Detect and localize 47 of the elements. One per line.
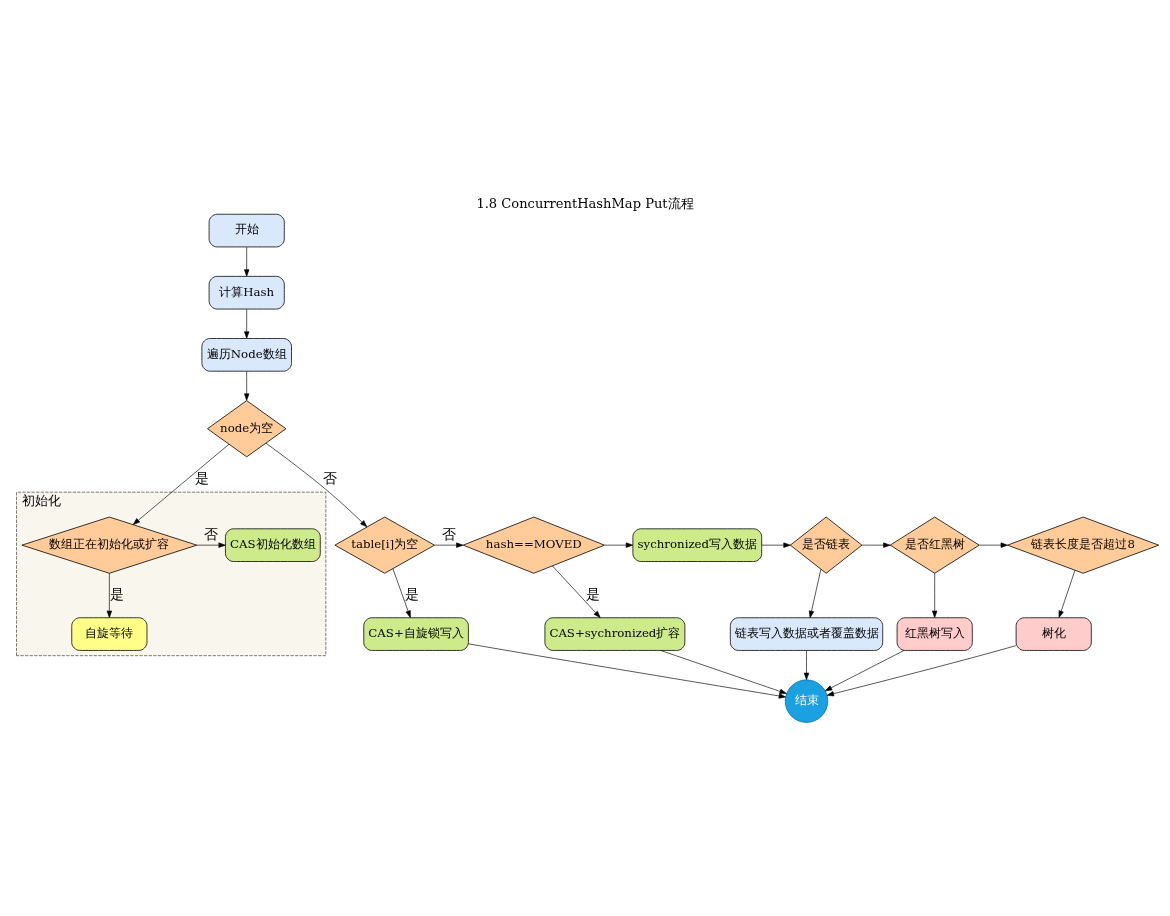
node-box: 树化: [1015, 616, 1092, 651]
edge-label: 是: [405, 585, 420, 602]
node-box: 自旋等待: [71, 616, 148, 651]
node-diamond: 链表长度是否超过8: [1007, 516, 1160, 574]
arrow: [552, 565, 601, 618]
node-box: CAS+自旋锁写入: [363, 616, 469, 651]
node-box: 链表写入数据或者覆盖数据: [729, 616, 884, 651]
node-box: 计算Hash: [208, 275, 285, 309]
node-diamond: hash==MOVED: [462, 516, 605, 574]
arrow: [244, 246, 250, 276]
arrow: [265, 442, 368, 527]
arrow: [861, 542, 891, 548]
arrow: [824, 649, 905, 691]
node-diamond: 是否红黑树: [889, 516, 980, 574]
edge-label: 是: [586, 585, 601, 602]
arrow: [244, 370, 250, 401]
arrow: [196, 542, 226, 548]
node-box: 开始: [208, 213, 285, 247]
arrow: [244, 308, 250, 339]
edge-label: 是: [109, 585, 124, 602]
arrow: [979, 542, 1008, 548]
node-box: 红黑树写入: [896, 616, 973, 651]
edge-label: 否: [323, 469, 338, 486]
node-box: sychronized写入数据: [632, 527, 763, 562]
edge-label: 否: [204, 525, 219, 542]
arrow: [660, 649, 787, 694]
node-box: 遍历Node数组: [201, 337, 292, 372]
node-circle: 结束: [784, 679, 829, 723]
arrow: [132, 443, 230, 525]
arrow: [434, 542, 464, 548]
arrow: [932, 572, 938, 618]
node-box: CAS+sychronized扩容: [544, 616, 686, 651]
node-box: CAS初始化数组: [225, 527, 321, 562]
node-diamond: 是否链表: [789, 516, 863, 574]
arrow: [761, 542, 791, 548]
arrow: [106, 572, 112, 618]
arrow: [826, 644, 1017, 696]
arrow: [808, 568, 822, 618]
arrow: [392, 568, 411, 618]
node-diamond: node为空: [207, 399, 287, 457]
diagram-title: 1.8 ConcurrentHashMap Put流程: [476, 195, 694, 211]
arrow: [1058, 569, 1076, 618]
arrow: [604, 542, 634, 548]
arrow: [803, 649, 810, 680]
arrow: [468, 643, 786, 699]
edge-label: 否: [441, 525, 456, 542]
edge-label: 是: [194, 469, 209, 486]
